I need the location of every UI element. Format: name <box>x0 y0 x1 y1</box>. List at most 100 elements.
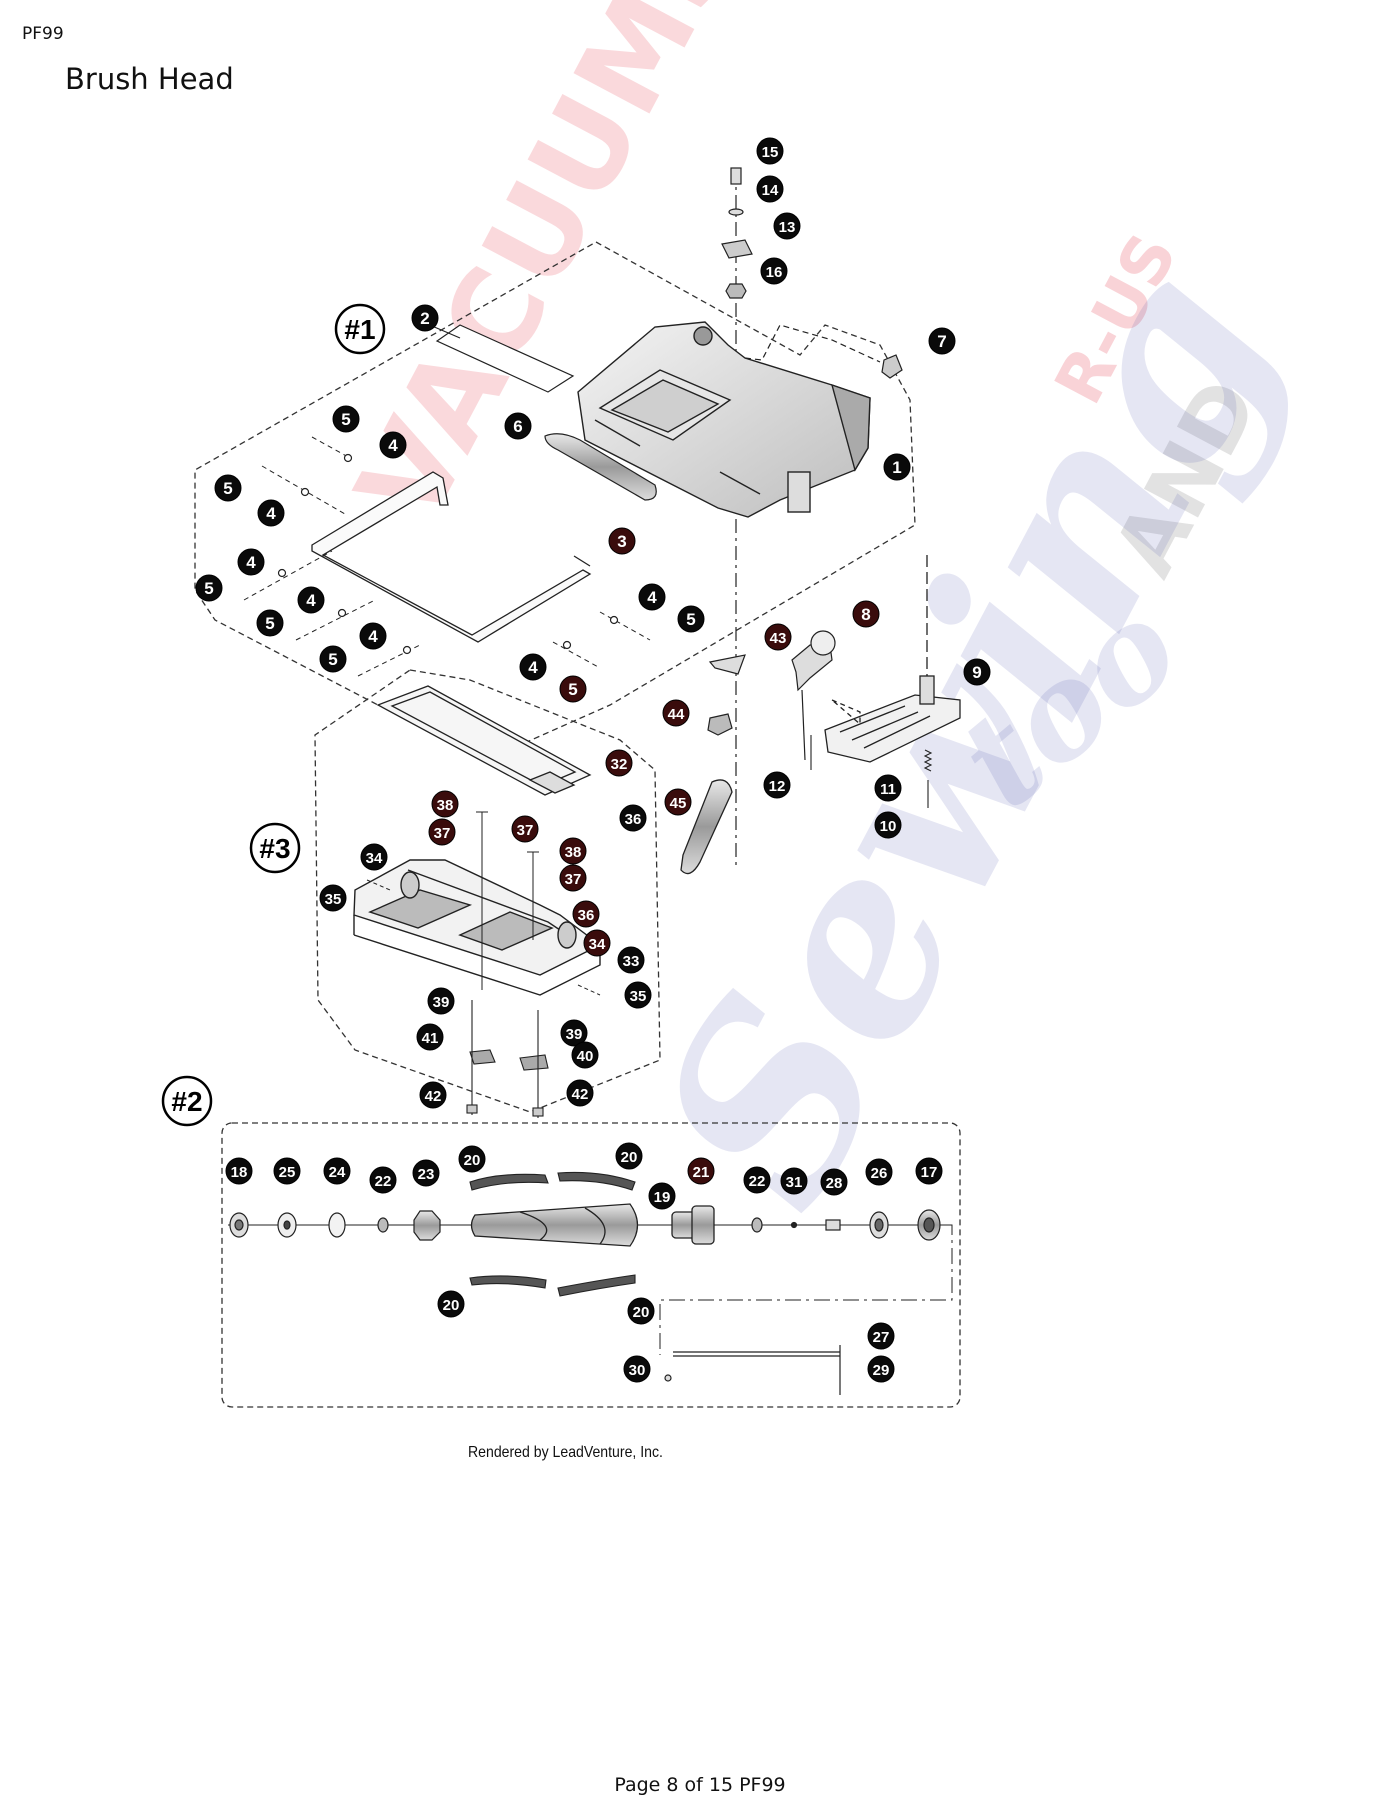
callout-37: 37 <box>511 815 539 843</box>
parts-10-11-12 <box>810 735 933 808</box>
part-7-knob <box>744 324 903 379</box>
callout-4: 4 <box>297 586 325 614</box>
callout-number: 39 <box>566 1026 583 1043</box>
page-footer: Page 8 of 15 PF99 <box>614 1774 786 1796</box>
callout-number: 27 <box>873 1329 890 1346</box>
callout-4: 4 <box>257 499 285 527</box>
group-label-3: #3 <box>249 822 301 874</box>
callout-number: 19 <box>654 1189 671 1206</box>
callout-number: 22 <box>375 1173 392 1190</box>
callout-38: 38 <box>431 790 459 818</box>
callout-number: 7 <box>937 332 946 351</box>
callout-number: 24 <box>329 1164 346 1181</box>
callout-37: 37 <box>559 864 587 892</box>
drive-pulley-21 <box>671 1205 715 1245</box>
callout-41: 41 <box>416 1023 444 1051</box>
callout-15: 15 <box>756 137 784 165</box>
callout-number: 5 <box>686 610 695 629</box>
callout-5: 5 <box>677 605 705 633</box>
part-6-bumper <box>544 433 657 501</box>
top-hardware-stack <box>721 167 753 870</box>
callout-number: 37 <box>434 825 451 842</box>
callout-number: 38 <box>565 844 582 861</box>
callout-number: 37 <box>517 822 534 839</box>
callout-number: 16 <box>766 264 783 281</box>
callout-5: 5 <box>214 474 242 502</box>
callout-20: 20 <box>437 1290 465 1318</box>
callout-42: 42 <box>566 1079 594 1107</box>
callout-number: 33 <box>623 953 640 970</box>
callout-number: 4 <box>647 588 657 607</box>
fastener-leaders <box>243 436 651 677</box>
callout-4: 4 <box>237 548 265 576</box>
callout-39: 39 <box>560 1019 588 1047</box>
callout-number: 4 <box>266 504 276 523</box>
callout-6: 6 <box>504 412 532 440</box>
callout-number: 28 <box>826 1175 843 1192</box>
callout-number: 35 <box>630 988 647 1005</box>
callout-25: 25 <box>273 1157 301 1185</box>
callout-17: 17 <box>915 1157 943 1185</box>
callout-number: 12 <box>769 778 786 795</box>
callout-number: 37 <box>565 871 582 888</box>
group-label-1: #1 <box>334 303 386 355</box>
page-title: Brush Head <box>65 62 234 96</box>
callout-28: 28 <box>820 1168 848 1196</box>
callout-number: 8 <box>861 605 870 624</box>
callout-34: 34 <box>360 843 388 871</box>
callout-11: 11 <box>874 774 902 802</box>
callout-number: 5 <box>204 579 213 598</box>
callout-number: 25 <box>279 1164 296 1181</box>
callout-21: 21 <box>687 1157 715 1185</box>
callout-number: 43 <box>770 630 787 647</box>
callout-33: 33 <box>617 946 645 974</box>
callout-number: 38 <box>437 797 454 814</box>
callout-number: 1 <box>892 458 901 477</box>
callout-10: 10 <box>874 811 902 839</box>
callout-39: 39 <box>427 987 455 1015</box>
brush-strips <box>469 1171 636 1297</box>
callout-number: 14 <box>762 182 779 199</box>
callout-number: 40 <box>577 1048 594 1065</box>
part-45-belt <box>680 779 733 875</box>
callout-43: 43 <box>764 623 792 651</box>
callout-26: 26 <box>865 1158 893 1186</box>
callout-number: 20 <box>464 1152 481 1169</box>
callout-number: 41 <box>422 1030 439 1047</box>
callout-number: 39 <box>433 994 450 1011</box>
callout-number: 5 <box>568 680 577 699</box>
callout-number: 45 <box>670 795 687 812</box>
callout-23: 23 <box>412 1159 440 1187</box>
shaft-27 <box>664 1345 841 1395</box>
callout-number: 5 <box>265 614 274 633</box>
callout-3: 3 <box>608 527 636 555</box>
callout-22: 22 <box>369 1166 397 1194</box>
callout-12: 12 <box>763 771 791 799</box>
main-housing <box>577 321 871 518</box>
callout-37: 37 <box>428 818 456 846</box>
group-1-boundary <box>194 241 916 746</box>
end-bearings <box>229 1209 941 1241</box>
callout-5: 5 <box>559 675 587 703</box>
group-label-1-text: #1 <box>344 314 375 345</box>
callout-number: 4 <box>368 627 378 646</box>
callout-19: 19 <box>648 1182 676 1210</box>
callout-42: 42 <box>419 1081 447 1109</box>
callout-36: 36 <box>572 900 600 928</box>
part-9-tray <box>824 555 961 763</box>
callout-number: 10 <box>880 818 897 835</box>
callout-number: 31 <box>786 1174 803 1191</box>
part-8-bracket <box>791 630 836 761</box>
callout-number: 20 <box>633 1304 650 1321</box>
callout-number: 42 <box>425 1088 442 1105</box>
group-3-boundary <box>314 669 661 1113</box>
callout-number: 32 <box>611 756 628 773</box>
callout-35: 35 <box>319 884 347 912</box>
callout-14: 14 <box>756 175 784 203</box>
callout-1: 1 <box>883 453 911 481</box>
callout-number: 34 <box>366 850 383 867</box>
callout-number: 4 <box>246 553 256 572</box>
callout-45: 45 <box>664 788 692 816</box>
